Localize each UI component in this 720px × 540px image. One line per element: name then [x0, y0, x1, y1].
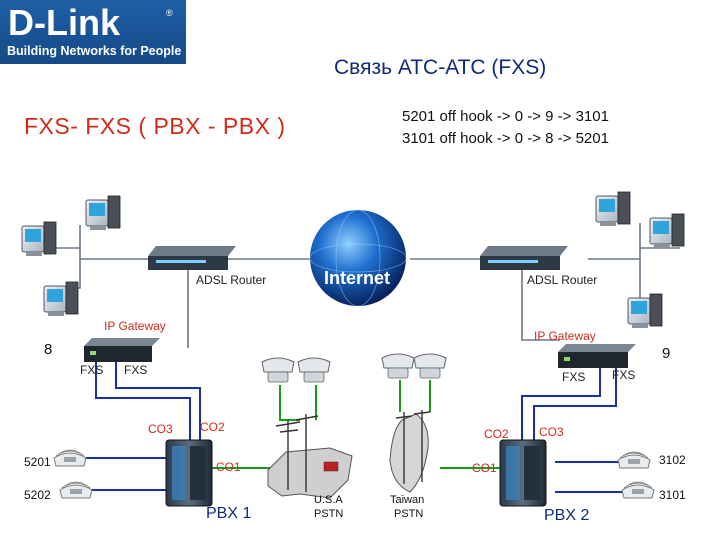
logo-tagline: Building Networks for People: [7, 44, 182, 58]
lan-link-left-pc1: [79, 225, 150, 260]
ip-gateway-left-icon: [84, 338, 160, 362]
ip-gateway-right-label: IP Gateway: [534, 329, 596, 343]
fxs-label-left-b: FXS: [124, 363, 147, 377]
slide-title: Связь АТС-АТС (FXS): [334, 56, 547, 79]
sequence-line-1: 5201 off hook -> 0 -> 9 -> 3101: [402, 108, 609, 125]
pbx-left-icon: [165, 439, 213, 507]
fxs-links: [84, 362, 632, 493]
internet-globe-icon: [309, 209, 407, 307]
fxs-line-right-b: [533, 368, 617, 446]
co3-label-right: CO3: [539, 425, 564, 439]
logo-registered-mark: ®: [166, 8, 173, 18]
fxs-label-right-b: FXS: [612, 368, 635, 382]
pstn-phone-icon: [413, 353, 447, 379]
extension-3101-label: 3101: [659, 488, 686, 502]
co1-label-right: CO1: [472, 461, 497, 475]
ip-gateway-left-label: IP Gateway: [104, 319, 166, 333]
co1-label-left: CO1: [216, 460, 241, 474]
lan-link-right-pc3: [639, 259, 650, 301]
extension-5201-label: 5201: [24, 455, 51, 469]
taiwan-map-icon: [389, 413, 429, 493]
pc-icon: [43, 281, 79, 317]
lan-link-right-pc1: [588, 223, 641, 260]
pc-icon: [649, 213, 685, 249]
extension-5202-label: 5202: [24, 488, 51, 502]
telephone-poles-right-icon: [395, 410, 431, 484]
pc-icon: [21, 221, 57, 257]
gateway-number-right: 9: [662, 345, 670, 362]
pbx2-label: PBX 2: [544, 507, 589, 524]
pstn-phone-icon: [381, 353, 415, 379]
phone-icon: [621, 481, 655, 499]
telephone-poles-left-icon: [275, 414, 319, 492]
ip-gateway-right-icon: [558, 344, 636, 368]
router-gateway-link-right: [521, 270, 560, 341]
pstn-phone-icon: [261, 357, 295, 383]
usa-map-icon: [267, 447, 353, 499]
phone-icon: [617, 451, 651, 469]
sequence-line-2: 3101 off hook -> 0 -> 8 -> 5201: [402, 130, 609, 147]
adsl-router-right-label: ADSL Router: [527, 273, 597, 287]
dlink-logo: D-Link ® Building Networks for People: [0, 0, 186, 64]
pstn-phone-icon: [297, 357, 331, 383]
pc-icon: [627, 293, 663, 329]
co2-label-right: CO2: [484, 427, 509, 441]
fxs-label-right-a: FXS: [562, 370, 585, 384]
fxs-line-right-a: [521, 368, 601, 446]
pc-icon: [85, 195, 121, 231]
pbx1-label: PBX 1: [206, 505, 251, 522]
pbx-right-icon: [499, 439, 547, 507]
adsl-router-right-icon: [480, 246, 568, 270]
pstn-links: [210, 380, 500, 469]
usa-pstn-label-line1: U.S.A: [314, 494, 343, 506]
usa-pstn-label-line2: PSTN: [314, 508, 343, 520]
gateway-number-left: 8: [44, 341, 52, 358]
phone-icon: [59, 481, 93, 499]
pc-icon: [595, 191, 631, 227]
co2-label-left: CO2: [200, 420, 225, 434]
internet-label: Internet: [324, 268, 390, 288]
phone-icon: [53, 449, 87, 467]
co3-label-left: CO3: [148, 422, 173, 436]
diagram-title: FXS- FXS ( PBX - PBX ): [24, 113, 286, 139]
fxs-line-left-a: [95, 362, 191, 446]
taiwan-pstn-label-line2: PSTN: [394, 508, 423, 520]
adsl-router-left-label: ADSL Router: [196, 273, 266, 287]
pstn-phone-line-left-1: [279, 385, 300, 421]
fxs-line-left-b: [115, 362, 201, 446]
extension-3102-label: 3102: [659, 453, 686, 467]
logo-wordmark: D-Link: [8, 2, 120, 43]
adsl-router-left-icon: [148, 246, 236, 270]
taiwan-pstn-label-line1: Taiwan: [390, 494, 424, 506]
fxs-label-left-a: FXS: [80, 363, 103, 377]
dialing-sequence: 5201 off hook -> 0 -> 9 -> 3101 3101 off…: [402, 106, 609, 150]
